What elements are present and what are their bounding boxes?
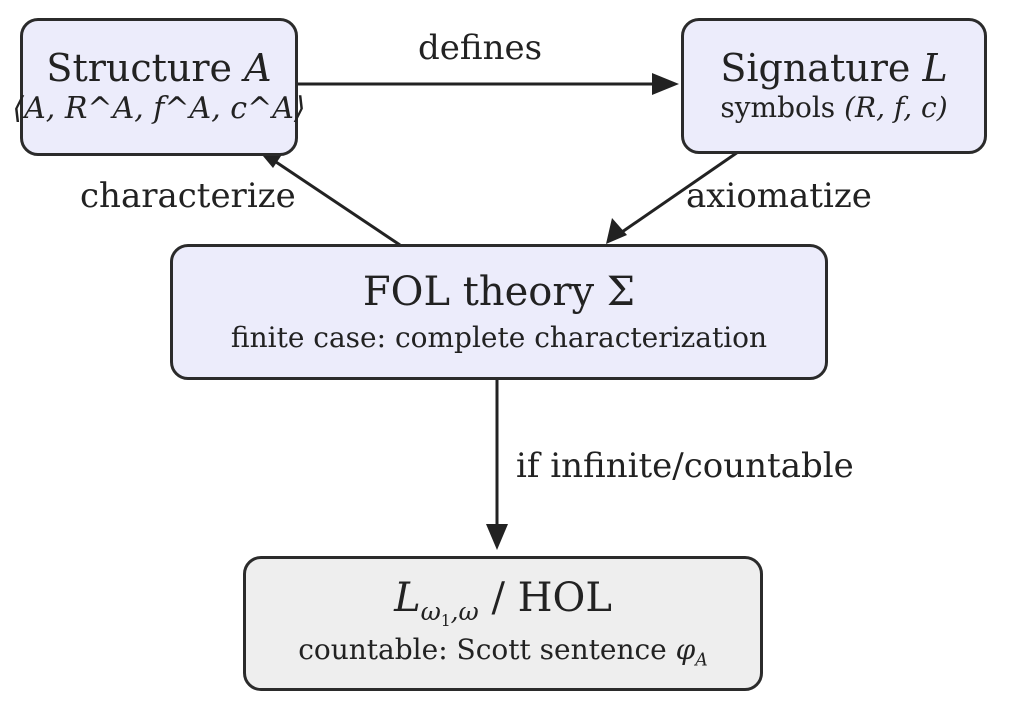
node-fol-theory: FOL theory Σ finite case: complete chara… xyxy=(170,244,828,380)
signature-title-text: Signature xyxy=(720,46,923,91)
hol-title-sub-index: 1 xyxy=(440,612,451,631)
edge-axiomatize xyxy=(621,150,739,234)
structure-tuple: ⟨A, R^A, f^A, c^A⟩ xyxy=(12,90,306,126)
hol-sub: countable: Scott sentence φA xyxy=(298,633,708,671)
label-axiomatize: axiomatize xyxy=(686,176,872,216)
label-defines: defines xyxy=(418,28,543,68)
hol-title-sub-omega: ω xyxy=(420,597,441,627)
signature-title-var: L xyxy=(922,46,948,91)
signature-symbols-tuple: (R, f, c) xyxy=(844,91,948,125)
edge-characterize xyxy=(275,160,401,247)
arrowhead-if-infinite xyxy=(486,524,508,550)
label-characterize: characterize xyxy=(80,176,296,216)
arrowhead-defines xyxy=(652,73,679,95)
hol-title: Lω1,ω / HOL xyxy=(394,575,612,631)
hol-sub-text: countable: Scott sentence xyxy=(298,633,676,667)
hol-sub-symbol-index: A xyxy=(695,650,708,671)
fol-sub: finite case: complete characterization xyxy=(230,321,768,355)
hol-title-base: L xyxy=(394,575,421,622)
hol-title-subscript: ω1,ω xyxy=(420,597,479,631)
label-if-infinite: if infinite/countable xyxy=(516,446,854,486)
hol-title-sub-rest: ,ω xyxy=(450,597,479,627)
structure-title-text: Structure xyxy=(46,46,245,91)
signature-symbols: symbols (R, f, c) xyxy=(720,91,947,125)
hol-title-rest: / HOL xyxy=(478,575,612,622)
node-signature: Signature L symbols (R, f, c) xyxy=(681,18,987,154)
node-hol: Lω1,ω / HOL countable: Scott sentence φA xyxy=(243,556,763,691)
structure-title: Structure A xyxy=(46,46,272,91)
signature-symbols-text: symbols xyxy=(720,91,845,125)
fol-title: FOL theory Σ xyxy=(362,269,636,316)
hol-sub-symbol: φ xyxy=(675,633,696,667)
node-structure: Structure A ⟨A, R^A, f^A, c^A⟩ xyxy=(12,18,306,156)
signature-title: Signature L xyxy=(720,47,947,91)
structure-title-var: A xyxy=(244,46,272,91)
arrowhead-axiomatize xyxy=(606,218,627,244)
